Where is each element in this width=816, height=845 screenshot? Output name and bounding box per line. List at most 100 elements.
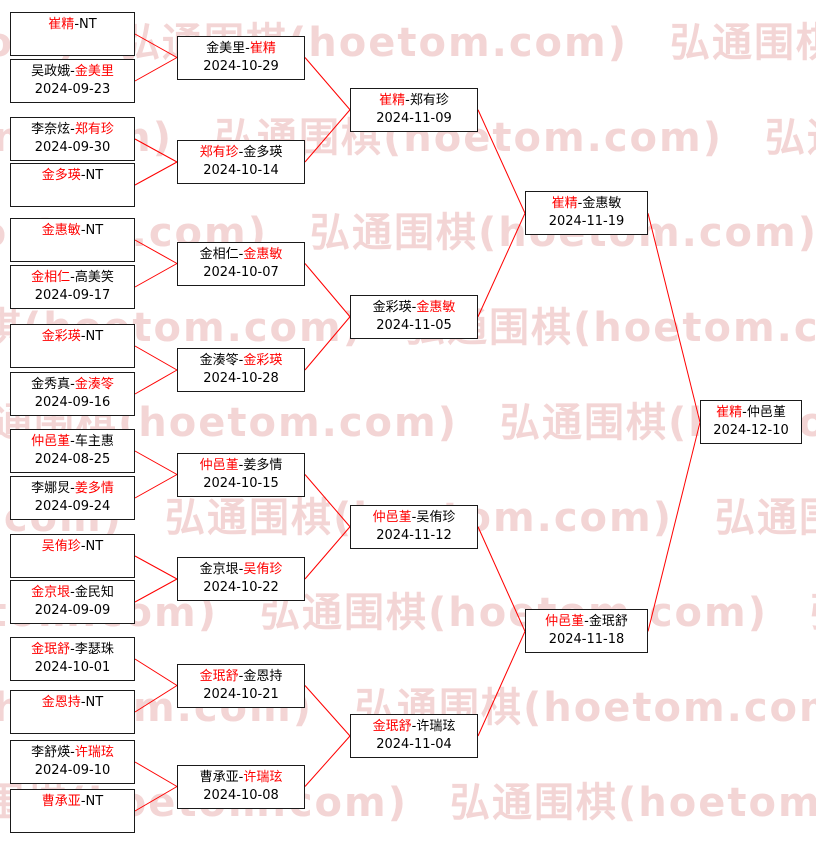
match-players: 吴侑珍-NT (41, 539, 104, 554)
match-players: 仲邑堇-吴侑珍 (372, 510, 456, 525)
player-name: 仲邑堇 (372, 510, 412, 525)
player-name: 金惠敏 (41, 223, 81, 238)
player-name: 郑有珍 (199, 145, 239, 160)
connector-line (304, 316, 351, 371)
connector-line (134, 578, 178, 603)
player-name: NT (79, 17, 97, 32)
player-name: 姜多情 (74, 481, 114, 496)
player-name: 金湊笭 (74, 377, 114, 392)
player-name: 高美笑 (74, 270, 114, 285)
match-date: 2024-09-24 (34, 499, 111, 514)
player-name: 许瑞玹 (243, 770, 283, 785)
player-name: 崔精 (716, 405, 743, 420)
connector-line (647, 422, 701, 632)
match-date (11, 34, 134, 52)
player-name: 金彩瑛 (372, 300, 412, 315)
player-name: 金彩瑛 (243, 353, 283, 368)
match-date: 2024-10-14 (203, 163, 279, 178)
match-box-round-1-3[interactable]: 李奈炫-郑有珍 2024-09-30 (10, 117, 135, 161)
match-box-round-1-16[interactable]: 曹承亚-NT (10, 789, 135, 833)
player-name: 吴侑珍 (243, 562, 283, 577)
match-date: 2024-10-21 (203, 687, 279, 702)
match-date: 2024-08-25 (34, 452, 111, 467)
match-players: 郑有珍-金多瑛 (199, 145, 283, 160)
match-players: 仲邑堇-姜多情 (199, 458, 283, 473)
match-players: 崔精-仲邑堇 (716, 405, 786, 420)
connector-line (134, 786, 178, 812)
player-name: 金惠敏 (416, 300, 456, 315)
player-name: 金相仁 (199, 247, 239, 262)
player-name: 郑有珍 (409, 93, 449, 108)
match-box-round-1-14[interactable]: 金恩持-NT (10, 690, 135, 734)
player-name: 金京垠 (199, 562, 239, 577)
match-players: 金美里-崔精 (206, 41, 276, 56)
player-name: 金民知 (74, 585, 114, 600)
match-date: 2024-10-01 (34, 660, 111, 675)
match-date: 2024-09-23 (34, 82, 111, 97)
player-name: 金相仁 (31, 270, 71, 285)
match-date (11, 811, 134, 829)
match-players: 金惠敏-NT (41, 223, 104, 238)
match-players: 金相仁-金惠敏 (199, 247, 283, 262)
match-box-round-1-1[interactable]: 崔精-NT (10, 12, 135, 56)
match-date: 2024-12-10 (713, 423, 789, 438)
player-name: 金多瑛 (41, 168, 81, 183)
match-players: 金彩瑛-NT (41, 329, 104, 344)
match-box-round-1-11[interactable]: 吴侑珍-NT (10, 534, 135, 578)
player-name: 李奈炫 (31, 122, 71, 137)
player-name: 仲邑堇 (746, 405, 786, 420)
match-players: 金多瑛-NT (41, 168, 104, 183)
match-players: 仲邑堇-车主惠 (31, 434, 114, 449)
player-name: 金京垠 (31, 585, 71, 600)
match-box-round-2-6[interactable]: 金京垠-吴侑珍 2024-10-22 (177, 557, 305, 601)
player-name: 金惠敏 (582, 196, 622, 211)
connector-line (477, 631, 526, 737)
match-date: 2024-10-22 (203, 580, 279, 595)
player-name: 曹承亚 (41, 794, 81, 809)
connector-line (134, 345, 178, 371)
match-date: 2024-11-18 (548, 632, 625, 647)
connector-line (477, 213, 526, 317)
match-players: 李奈炫-郑有珍 (31, 122, 114, 137)
connector-line (134, 685, 178, 713)
match-box-round-1-4[interactable]: 金多瑛-NT (10, 163, 135, 207)
match-date: 2024-09-09 (34, 603, 111, 618)
match-date: 2024-09-30 (34, 140, 111, 155)
match-box-round-1-7[interactable]: 金彩瑛-NT (10, 324, 135, 368)
connector-line (304, 109, 351, 163)
match-date (11, 712, 134, 730)
match-date: 2024-11-04 (376, 737, 452, 752)
match-box-final-1[interactable]: 崔精-仲邑堇 2024-12-10 (700, 400, 802, 444)
connector-line (304, 263, 351, 318)
player-name: 金秀真 (31, 377, 71, 392)
match-players: 金京垠-吴侑珍 (199, 562, 283, 577)
match-box-round-1-5[interactable]: 金惠敏-NT (10, 218, 135, 262)
match-players: 曹承亚-NT (41, 794, 104, 809)
connector-line (477, 109, 526, 214)
match-date (11, 556, 134, 574)
connector-line (304, 735, 351, 787)
match-box-round-1-9[interactable]: 仲邑堇-车主惠 2024-08-25 (10, 429, 135, 473)
player-name: 崔精 (551, 196, 578, 211)
match-box-round-2-2[interactable]: 郑有珍-金多瑛 2024-10-14 (177, 140, 305, 184)
connector-line (134, 239, 178, 264)
